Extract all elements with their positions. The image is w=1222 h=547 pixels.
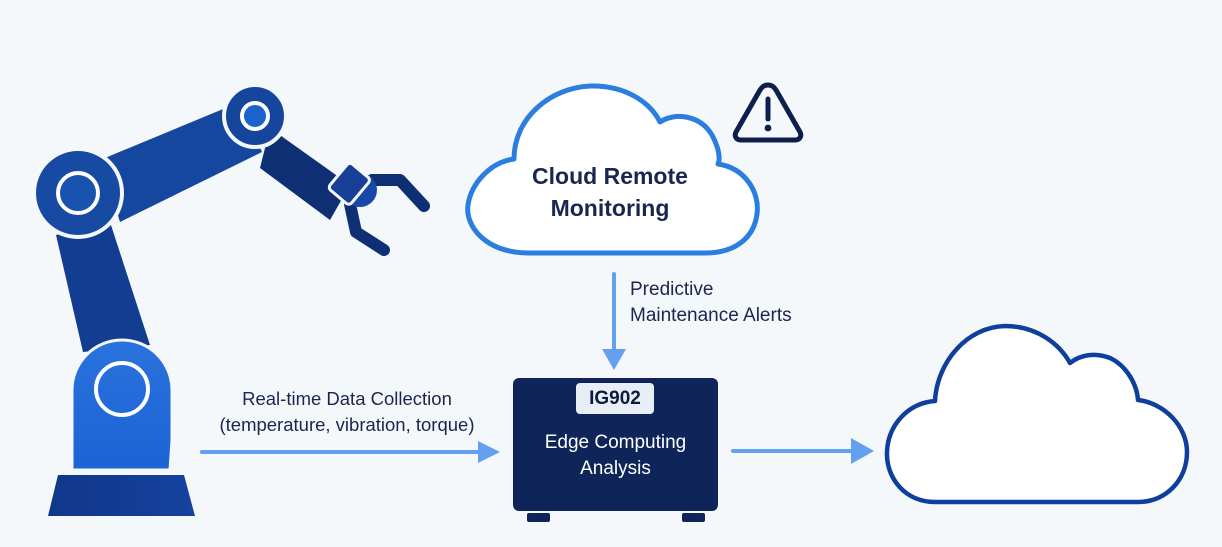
edge-title-line2: Analysis [580, 458, 651, 479]
collection-label: Real-time Data Collection (temperature, … [196, 386, 498, 438]
gripper-lower-finger [344, 198, 390, 256]
robot-base [48, 475, 195, 516]
cloud-monitoring-title: Cloud Remote Monitoring [490, 160, 730, 224]
robot-wrist-collar [327, 161, 371, 206]
alerts-arrow [602, 272, 626, 370]
edge-title-line1: Edge Computing [544, 432, 687, 453]
robot-forearm [260, 128, 350, 220]
collection-label-line1: Real-time Data Collection [242, 388, 452, 409]
gripper-upper-finger [366, 174, 430, 212]
device-model-tag: IG902 [576, 383, 654, 414]
warning-triangle-icon [732, 82, 804, 143]
cloud-destination-icon [884, 323, 1190, 505]
robot-lower-arm [56, 222, 150, 352]
robot-upper-arm [100, 102, 262, 222]
alerts-label-line1: Predictive [630, 279, 714, 300]
cloud-title-line1: Cloud Remote [532, 163, 688, 189]
device-foot-left [527, 513, 550, 522]
shoulder-joint-ring [56, 171, 100, 215]
elbow-joint-ring [240, 101, 270, 131]
collection-arrow [200, 441, 500, 463]
cloud-monitoring-icon [465, 83, 760, 256]
robot-body [70, 338, 174, 472]
device-foot-right [682, 513, 705, 522]
edge-device [513, 378, 718, 522]
output-arrow [731, 438, 874, 464]
robot-arm-icon [32, 83, 430, 516]
base-joint-ring [94, 361, 150, 417]
edge-device-title: Edge Computing Analysis [513, 430, 718, 482]
collection-label-line2: (temperature, vibration, torque) [219, 414, 475, 435]
cloud-title-line2: Monitoring [550, 195, 670, 221]
alerts-label-line2: Maintenance Alerts [630, 305, 792, 326]
alerts-label: Predictive Maintenance Alerts [630, 277, 792, 329]
